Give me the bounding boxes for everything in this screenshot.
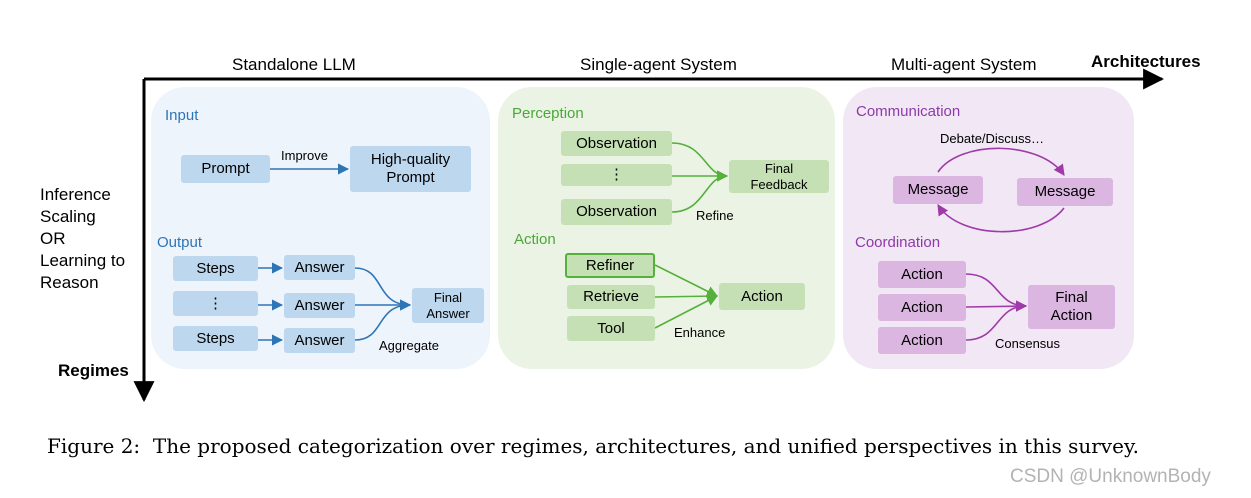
arrow-obs2-feedback bbox=[671, 170, 729, 213]
action-box: Action bbox=[719, 283, 805, 310]
arrow-retrieve-action bbox=[654, 290, 719, 302]
answer-box-1: Answer bbox=[284, 255, 355, 280]
arrow-tool-action bbox=[654, 295, 718, 329]
enhance-label: Enhance bbox=[674, 325, 726, 340]
input-title: Input bbox=[165, 107, 199, 124]
perception-title: Perception bbox=[512, 105, 584, 122]
refiner-box: Refiner bbox=[565, 253, 655, 278]
figure-caption: Figure 2: The proposed categorization ov… bbox=[47, 434, 1139, 458]
debate-label: Debate/Discuss… bbox=[940, 131, 1045, 146]
inference-scaling-label: Inference Scaling OR Learning to Reason bbox=[40, 185, 126, 292]
architectures-label: Architectures bbox=[1091, 52, 1201, 71]
coordination-title: Coordination bbox=[855, 234, 941, 251]
consensus-label: Consensus bbox=[995, 336, 1061, 351]
observation-dots-box: ⋮ bbox=[561, 164, 672, 186]
answer-box-2: Answer bbox=[284, 293, 355, 318]
retrieve-box: Retrieve bbox=[567, 285, 655, 309]
steps-box-3: Steps bbox=[173, 326, 258, 351]
arrow-obs1-feedback bbox=[671, 142, 729, 182]
steps-box-1: Steps bbox=[173, 256, 258, 281]
action-box-1: Action bbox=[878, 261, 966, 288]
watermark: CSDN @UnknownBody bbox=[1010, 466, 1211, 487]
observation-box-1: Observation bbox=[561, 131, 672, 156]
column-single-agent: Single-agent System bbox=[580, 55, 737, 74]
final-action-box: Final Action bbox=[1028, 285, 1115, 329]
arrow-debate-top bbox=[937, 147, 1065, 176]
hq-prompt-box: High-quality Prompt bbox=[350, 146, 471, 192]
arrow-answer3-final bbox=[354, 299, 412, 341]
action-title: Action bbox=[514, 231, 556, 248]
final-answer-box: Final Answer bbox=[412, 288, 484, 323]
arrow-debate-bottom bbox=[937, 204, 1065, 233]
arrow-answer1-final bbox=[354, 267, 412, 311]
regimes-label: Regimes bbox=[58, 361, 129, 380]
action-box-3: Action bbox=[878, 327, 966, 354]
column-multi-agent: Multi-agent System bbox=[891, 55, 1037, 74]
action-box-2: Action bbox=[878, 294, 966, 321]
prompt-box: Prompt bbox=[181, 155, 270, 183]
answer-box-3: Answer bbox=[284, 328, 355, 353]
aggregate-label: Aggregate bbox=[379, 338, 439, 353]
final-feedback-box: Final Feedback bbox=[729, 160, 829, 193]
observation-box-2: Observation bbox=[561, 199, 672, 225]
arrow-action1-final bbox=[965, 273, 1028, 312]
tool-box: Tool bbox=[567, 316, 655, 341]
refine-label: Refine bbox=[696, 208, 734, 223]
arrow-action3-final bbox=[965, 300, 1028, 341]
improve-label: Improve bbox=[281, 148, 328, 163]
message-box-2: Message bbox=[1017, 178, 1113, 206]
steps-dots-box: ⋮ bbox=[173, 291, 258, 316]
communication-title: Communication bbox=[856, 103, 961, 120]
column-standalone-llm: Standalone LLM bbox=[232, 55, 356, 74]
arrow-refiner-action bbox=[654, 264, 719, 297]
message-box-1: Message bbox=[893, 176, 983, 204]
output-title: Output bbox=[157, 234, 203, 251]
